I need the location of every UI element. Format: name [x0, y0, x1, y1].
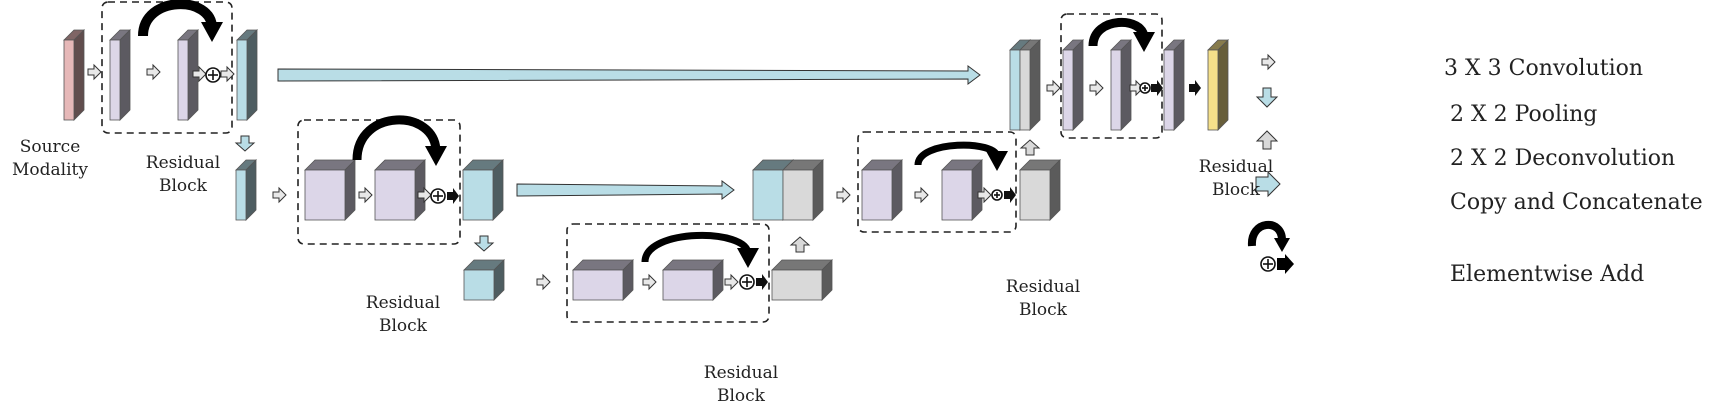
conv-feature-block: [374, 159, 426, 221]
conv-feature-block: [941, 159, 983, 221]
legend-copy-icon: [1255, 170, 1281, 198]
pooled-feature-block: [236, 29, 258, 121]
skip-arrowhead: [425, 146, 447, 166]
pool-arrow-icon: [473, 235, 495, 252]
legend-add-label: Elementwise Add: [1450, 262, 1645, 287]
output-arrow-icon: [447, 188, 459, 204]
source-modality-block: [63, 29, 85, 121]
output-arrow-icon: [1151, 80, 1163, 96]
legend-pool-icon: [1255, 87, 1279, 108]
pooled-feature-block: [463, 259, 505, 301]
residual-block-frame: [101, 1, 233, 134]
deconv-arrow-icon: [789, 236, 811, 253]
residual-block-frame: [1060, 13, 1163, 139]
legend-conv-icon: [1261, 53, 1276, 71]
conv-arrow-icon: [1129, 79, 1144, 97]
skip-arrowhead: [737, 248, 759, 268]
conv-arrow-icon: [642, 273, 657, 291]
conv-feature-block: [572, 259, 634, 301]
legend-deconv-label: 2 X 2 Deconvolution: [1450, 146, 1676, 171]
output-arrow-icon: [1189, 80, 1201, 96]
conv-arrow-icon: [192, 65, 207, 83]
legend-pool-label: 2 X 2 Pooling: [1450, 102, 1598, 127]
skip-arrowhead: [201, 22, 223, 42]
conv-arrow-icon: [536, 273, 551, 291]
copy-concat-arrow-level1: [277, 65, 981, 85]
conv-feature-block: [861, 159, 903, 221]
deconv-feature-block: [1019, 39, 1041, 131]
legend-copy-label: Copy and Concatenate: [1450, 190, 1703, 215]
conv-arrow-icon: [146, 63, 161, 81]
output-arrow-icon: [756, 274, 768, 290]
legend-deconv-icon: [1255, 130, 1279, 150]
copied-feature-block: [752, 159, 794, 221]
conv-arrow-icon: [836, 186, 851, 204]
deconv-feature-block: [782, 159, 824, 221]
deconv-arrow-icon: [1019, 139, 1041, 156]
skip-curve-arrow: [641, 231, 752, 263]
conv-arrow-icon: [724, 273, 739, 291]
conv-arrow-icon: [977, 186, 992, 204]
conv-arrow-icon: [358, 186, 373, 204]
conv-arrow-icon: [272, 186, 287, 204]
residual-block-frame: [566, 223, 770, 323]
residual-block-frame: [857, 131, 1017, 233]
legend-add-arrowhead-icon: [1274, 238, 1290, 252]
skip-curve-arrow: [352, 115, 441, 161]
skip-curve-arrow: [1088, 17, 1149, 47]
legend-add-curve-icon: [1248, 220, 1286, 247]
skip-curve-arrow: [138, 0, 217, 37]
output-arrow-icon: [1004, 187, 1016, 203]
pooled-feature-block: [462, 159, 504, 221]
skip-arrowhead: [986, 151, 1008, 171]
deconv-feature-block: [771, 259, 833, 301]
conv-feature-block: [1163, 39, 1185, 131]
conv-arrow-icon: [1089, 79, 1104, 97]
conv-arrow-icon: [417, 186, 432, 204]
pool-arrow-icon: [234, 135, 256, 152]
pooled-feature-block: [235, 159, 257, 221]
skip-arrowhead: [1133, 32, 1155, 52]
legend-add-arrow-icon: [1277, 254, 1294, 274]
conv-feature-block: [1062, 39, 1084, 131]
conv-arrow-icon: [87, 63, 102, 81]
conv-feature-block: [1110, 39, 1132, 131]
conv-feature-block: [109, 29, 131, 121]
conv-feature-block: [662, 259, 724, 301]
copy-concat-arrow-level2: [516, 180, 735, 200]
output-block: [1207, 39, 1229, 131]
conv-arrow-icon: [220, 65, 235, 83]
legend-conv-label: 3 X 3 Convolution: [1444, 56, 1644, 81]
conv-arrow-icon: [914, 186, 929, 204]
deconv-feature-block: [1019, 159, 1061, 221]
conv-feature-block: [304, 159, 356, 221]
conv-arrow-icon: [1046, 79, 1061, 97]
